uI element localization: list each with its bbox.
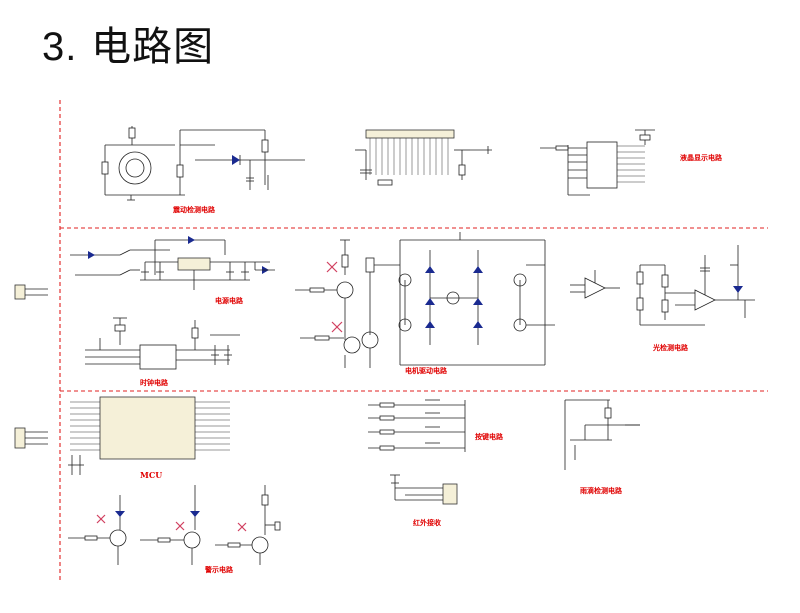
label-clock: 时钟电路 xyxy=(140,378,169,387)
alarm-circuit: 警示电路 xyxy=(68,485,281,574)
title-text: 电路图 xyxy=(91,24,215,70)
motor-circuit: 电机驱动电路 xyxy=(295,232,555,375)
label-vibration: 震动检测电路 xyxy=(172,205,216,214)
header-connector-circuit xyxy=(355,129,492,186)
title-number: 3. xyxy=(42,25,78,69)
clock-circuit: 时钟电路 xyxy=(85,317,240,387)
left-connector-2 xyxy=(14,427,48,449)
label-motor: 电机驱动电路 xyxy=(405,366,448,375)
label-keys: 按键电路 xyxy=(475,432,504,441)
label-rain: 雨滴检测电路 xyxy=(580,486,623,495)
label-mcu: MCU xyxy=(140,470,162,480)
key-circuit: 按键电路 xyxy=(368,399,504,452)
label-ir: 红外接收 xyxy=(413,518,442,527)
label-power: 电源电路 xyxy=(215,296,244,305)
rain-circuit: 雨滴检测电路 xyxy=(564,399,640,495)
label-lcd: 液晶显示电路 xyxy=(680,153,723,162)
page-title: 3. 电路图 xyxy=(42,14,214,72)
mcu-circuit: MCU xyxy=(68,396,230,480)
label-light: 光检测电路 xyxy=(652,343,689,352)
ir-circuit: 红外接收 xyxy=(390,474,458,527)
section-dividers xyxy=(59,100,768,583)
lcd-circuit: 液晶显示电路 xyxy=(540,129,723,196)
label-alarm: 警示电路 xyxy=(205,565,234,574)
vibration-circuit: 震动检测电路 xyxy=(101,126,305,214)
power-circuit: 电源电路 xyxy=(70,236,275,305)
left-connector-1 xyxy=(14,284,48,300)
light-circuit: 光检测电路 xyxy=(570,245,755,352)
